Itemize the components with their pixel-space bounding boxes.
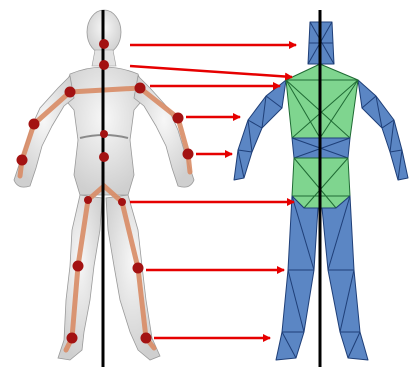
mesh-left-leg [276,196,318,360]
joint-left-knee [73,261,84,272]
correspondence-arrows [130,45,296,338]
joint-left-wrist [17,155,28,166]
joint-left-hip [84,196,92,204]
left-leg [58,195,102,360]
joint-left-elbow [29,119,40,130]
joint-right-hip [118,198,126,206]
joint-neck [99,60,109,70]
mesh-chest [286,64,358,138]
mesh-chest-hull [286,64,358,138]
joint-right-knee [133,263,144,274]
joint-left-ankle [67,333,78,344]
joint-spine [100,130,108,138]
joint-right-elbow [173,113,184,124]
joint-right-shoulder [135,83,146,94]
joint-left-shoulder [65,87,76,98]
joint-right-wrist [183,149,194,160]
right-leg [106,195,160,360]
joint-head [99,39,109,49]
arrow-neck-level [130,66,292,77]
mesh-right-leg [322,196,368,360]
mesh-left-arm [234,80,286,180]
joint-pelvis [99,152,109,162]
joint-right-ankle [141,333,152,344]
